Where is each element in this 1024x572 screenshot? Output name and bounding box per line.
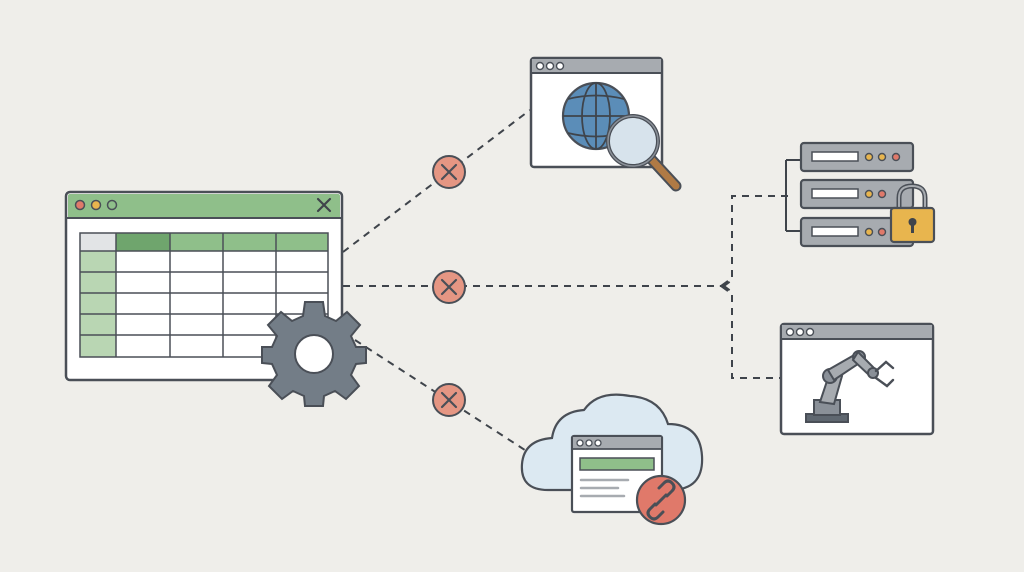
locked-server-icon — [799, 141, 936, 248]
close-icon — [316, 197, 332, 213]
link-icon — [635, 474, 687, 526]
blocked-x-icon — [432, 270, 466, 304]
padlock-icon — [889, 183, 936, 244]
robotic-arm-icon — [779, 322, 935, 436]
magnifier-icon — [606, 114, 682, 192]
arrow-head — [719, 280, 729, 292]
blocked-x-icon — [432, 383, 466, 417]
cloud-link-icon — [520, 393, 704, 526]
connection-to-cloud — [354, 339, 529, 453]
connection-branch-servers — [723, 195, 790, 287]
spreadsheet-icon — [64, 190, 344, 382]
web-search-icon — [529, 56, 682, 192]
connection-branch-robot — [723, 285, 780, 379]
gear-icon — [261, 301, 367, 407]
blocked-x-icon — [432, 155, 466, 189]
